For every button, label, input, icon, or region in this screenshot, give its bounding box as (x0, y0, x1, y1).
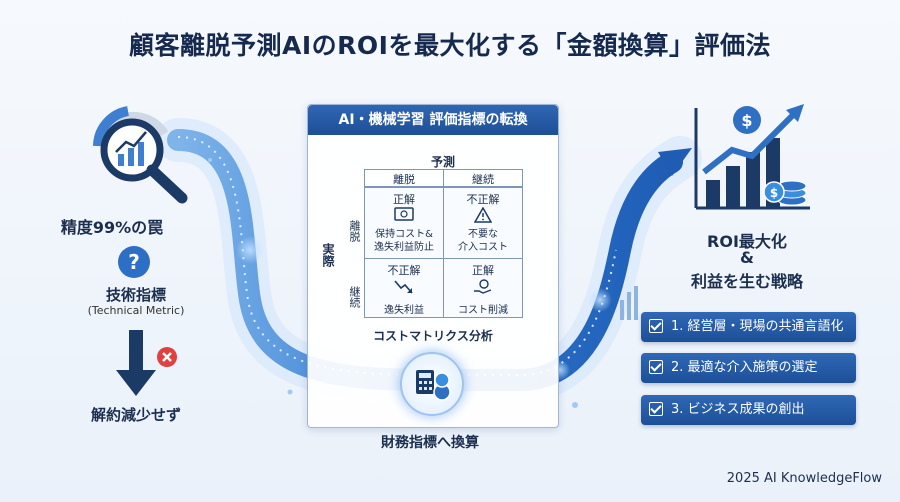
col-stay-label: 継続 (472, 173, 494, 186)
row-stay-label: 継続 (348, 286, 361, 308)
page-title: 顧客離脱予測AIのROIを最大化する「金額換算」評価法 (129, 31, 771, 60)
fn-title: 不正解 (387, 264, 421, 277)
tp-desc2: 逸失利益防止 (374, 242, 434, 253)
tech-metric-en-label: (Technical Metric) (87, 304, 185, 317)
fp-desc2: 介入コスト (458, 242, 508, 253)
tn-title: 正解 (472, 264, 494, 277)
roi-line2: 利益を生む戦略 (690, 272, 803, 291)
hand-coin-icon (474, 279, 492, 294)
roi-amp: & (740, 248, 754, 267)
fn-desc: 逸失利益 (384, 305, 424, 316)
error-x-icon (157, 347, 177, 367)
tech-metric-label: 技術指標 (105, 286, 166, 304)
tp-desc1: 保持コスト& (375, 229, 433, 240)
checkbox-icon (649, 319, 663, 333)
down-arrow-icon (116, 330, 156, 396)
actual-axis-label: 実際 (321, 243, 335, 267)
magnifier-chart-icon (93, 106, 188, 204)
fp-desc1: 不要な (468, 229, 498, 240)
svg-text:$: $ (741, 111, 752, 130)
calculator-coin-icon (400, 352, 464, 416)
tn-desc: コスト削減 (458, 305, 508, 316)
benefit-item-1: 1. 経営層・現場の共通言語化 (641, 312, 856, 342)
question-icon: ? (118, 246, 150, 278)
accuracy-trap-label: 精度99%の罠 (60, 218, 164, 237)
churn-not-reduced-label: 解約減少せず (90, 406, 181, 424)
cost-matrix-caption: コストマトリクス分析 (373, 329, 493, 343)
benefit-item-3: 3. ビジネス成果の創出 (641, 395, 856, 425)
cash-icon (394, 207, 414, 221)
roi-line1: ROI最大化 (707, 232, 787, 251)
benefit-item-2: 2. 最適な介入施策の選定 (641, 353, 856, 383)
growth-chart-icon: $ $ (694, 104, 810, 210)
panel-header: AI・機械学習 評価指標の転換 (308, 105, 558, 135)
row-churn-label: 離脱 (348, 220, 361, 242)
evaluation-panel: AI・機械学習 評価指標の転換 予測 実際 離脱 継続 離脱 継続 正解 保持コ… (307, 104, 559, 428)
footer-credit: 2025 AI KnowledgeFlow (726, 471, 882, 486)
fp-title: 不正解 (466, 193, 500, 206)
checkbox-icon (649, 402, 663, 416)
tp-title: 正解 (393, 193, 415, 206)
cell-false-positive (443, 187, 523, 259)
predicted-axis-label: 予測 (430, 155, 455, 169)
financial-conversion-label: 財務指標へ換算 (381, 435, 479, 451)
cell-true-positive (364, 187, 444, 259)
col-header-stay (443, 169, 523, 187)
warning-icon (474, 207, 492, 223)
checkbox-icon (649, 360, 663, 374)
cell-false-negative (364, 258, 444, 318)
svg-text:$: $ (770, 186, 778, 200)
col-churn-label: 離脱 (393, 173, 415, 186)
downtrend-icon (394, 280, 413, 294)
